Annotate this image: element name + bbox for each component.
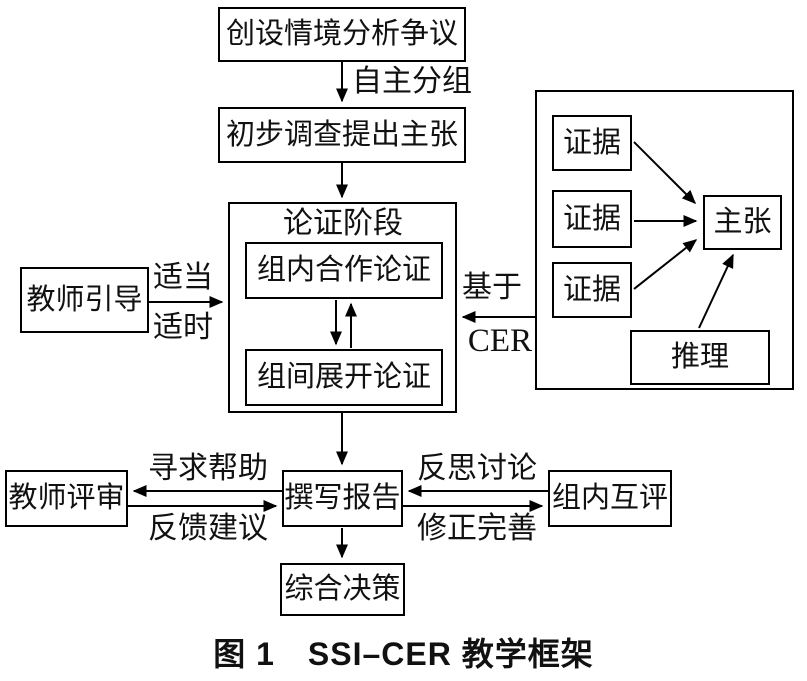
node-teacher-review: 教师评审	[5, 470, 128, 527]
node-peer-review: 组内互评	[548, 470, 672, 527]
label-revise-improve: 修正完善	[417, 512, 537, 545]
node-inter-group-argument: 组间展开论证	[245, 349, 443, 406]
label-reflective-discussion: 反思讨论	[417, 452, 537, 485]
node-evidence-1: 证据	[552, 115, 632, 171]
label-appropriate: 适当	[153, 261, 213, 294]
label-self-grouping: 自主分组	[352, 65, 472, 98]
node-reasoning: 推理	[630, 330, 770, 385]
node-write-report: 撰写报告	[282, 470, 403, 527]
node-comprehensive-decision: 综合决策	[280, 563, 405, 616]
node-intra-group-argument: 组内合作论证	[245, 242, 443, 299]
label-feedback-suggestions: 反馈建议	[148, 512, 268, 545]
node-teacher-guidance: 教师引导	[20, 267, 149, 333]
node-initial-survey: 初步调查提出主张	[218, 107, 466, 163]
node-claim: 主张	[703, 195, 782, 250]
label-based-on: 基于	[462, 271, 522, 304]
node-evidence-2: 证据	[552, 190, 632, 248]
node-create-context: 创设情境分析争议	[218, 7, 466, 62]
node-evidence-3: 证据	[552, 262, 632, 318]
figure-caption: 图 1 SSI–CER 教学框架	[213, 636, 594, 672]
argument-stage-title: 论证阶段	[283, 207, 403, 240]
label-cer: CER	[467, 323, 533, 359]
label-seek-help: 寻求帮助	[148, 452, 268, 485]
label-timely: 适时	[153, 311, 213, 344]
